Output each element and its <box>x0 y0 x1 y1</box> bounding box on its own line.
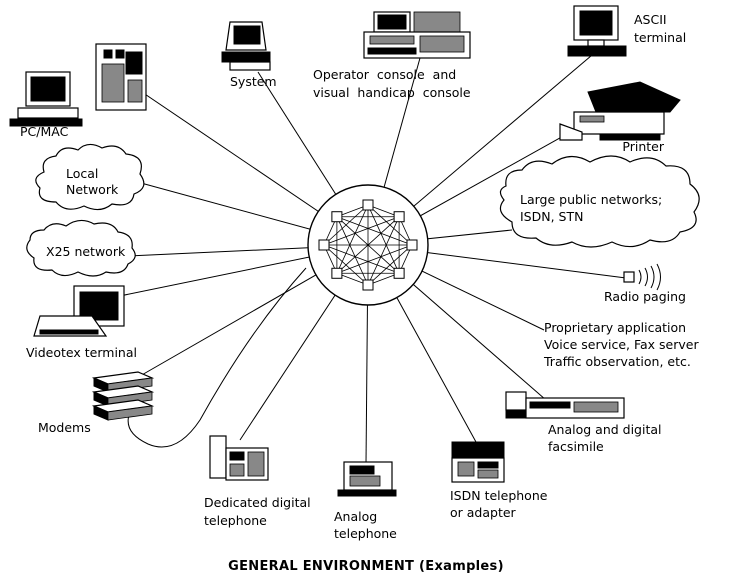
isdn-phone-icon <box>451 441 505 483</box>
mesh-node <box>318 239 330 251</box>
mesh-node <box>362 199 374 211</box>
label-ascii: terminal <box>634 30 686 45</box>
hub-switch <box>307 184 429 306</box>
videotex-icon <box>33 285 125 337</box>
mesh-node <box>331 211 343 223</box>
label-proprietary: Voice service, Fax server <box>544 337 699 352</box>
node-labels: PC/MAC System Operator console and visual h… <box>20 12 699 541</box>
label-x25: X25 network <box>46 244 126 259</box>
cloud-icon <box>35 143 145 211</box>
modem-icon <box>91 371 155 421</box>
mesh-node <box>362 279 374 291</box>
cloud-icon <box>26 219 136 277</box>
label-isdntel: or adapter <box>450 505 517 520</box>
label-modems: Modems <box>38 420 91 435</box>
operator-console-icon <box>363 11 471 59</box>
label-isdntel: ISDN telephone <box>450 488 548 503</box>
label-pcmac: PC/MAC <box>20 124 69 139</box>
label-digitaltel: Dedicated digital <box>204 495 311 510</box>
diagram-title: GENERAL ENVIRONMENT (Examples) <box>228 559 504 574</box>
mesh-node <box>406 239 418 251</box>
label-operator: visual handicap console <box>313 85 471 100</box>
label-analogtel: Analog <box>334 509 377 524</box>
label-proprietary: Proprietary application <box>544 320 686 335</box>
computer-icon <box>221 21 271 71</box>
label-digitaltel: telephone <box>204 513 267 528</box>
fax-icon <box>505 391 625 419</box>
label-printer: Printer <box>622 139 664 154</box>
label-public: Large public networks; <box>520 192 662 207</box>
phone-icon <box>337 461 397 497</box>
printer-icon <box>559 81 681 141</box>
mesh-node <box>331 267 343 279</box>
mesh-node <box>393 211 405 223</box>
label-proprietary: Traffic observation, etc. <box>543 354 691 369</box>
terminal-icon <box>567 5 627 57</box>
label-system: System <box>230 74 277 89</box>
pager-icon <box>623 263 661 291</box>
mesh-line <box>336 216 413 246</box>
label-paging: Radio paging <box>604 289 686 304</box>
label-videotex: Videotex terminal <box>26 345 137 360</box>
mesh-line <box>336 216 400 274</box>
mesh-node <box>393 267 405 279</box>
label-fax: facsimile <box>548 439 604 454</box>
mesh-line <box>336 216 369 286</box>
label-operator: Operator console and <box>313 67 456 82</box>
mesh-switch-icon <box>318 199 418 291</box>
label-local: Network <box>66 182 119 197</box>
link-modems-cable <box>127 267 307 448</box>
pc-icon <box>9 43 147 127</box>
label-public: ISDN, STN <box>520 209 583 224</box>
label-ascii: ASCII <box>634 12 667 27</box>
label-fax: Analog and digital <box>548 422 662 437</box>
digital-phone-icon <box>209 435 269 481</box>
mesh-line <box>323 244 369 286</box>
label-local: Local <box>66 166 98 181</box>
label-analogtel: telephone <box>334 526 397 541</box>
cloud-icon <box>499 155 700 248</box>
